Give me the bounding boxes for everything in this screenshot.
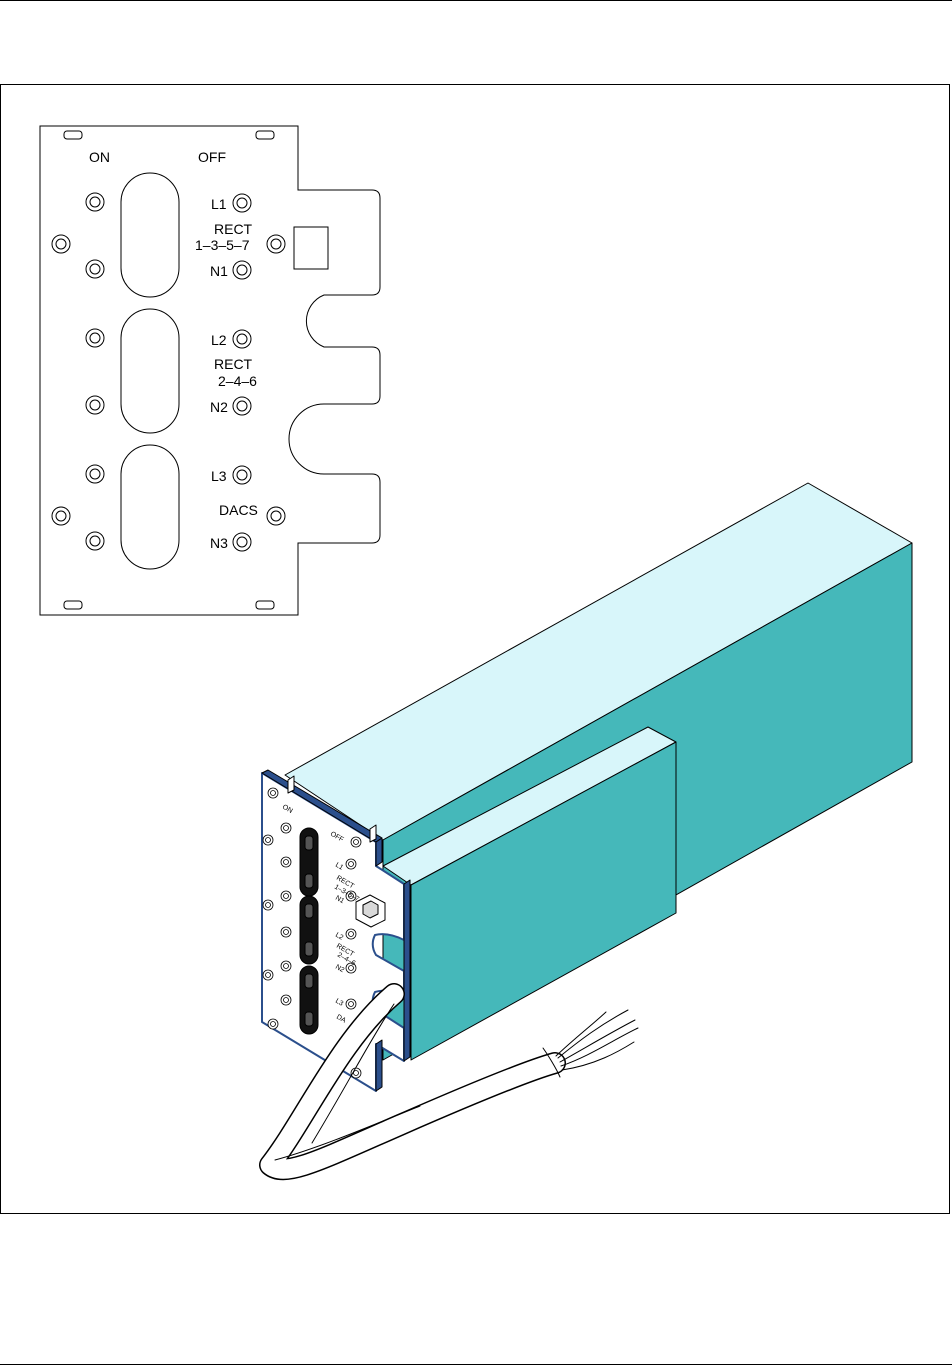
mounting-hole [52,235,70,253]
breaker-rect1 [300,828,318,896]
breaker-cutout-rect2 [121,309,179,433]
mounting-pin [288,776,294,793]
isometric-assembly [262,483,912,1091]
label-rect2-numbers: 2–4–6 [218,373,257,389]
label-n1: N1 [210,263,228,279]
iso-terminal [346,859,356,869]
terminal-l3 [233,466,251,484]
mounting-hole [86,396,104,414]
terminal-dacs-ground [267,507,285,525]
panel-hole [281,857,291,867]
terminal-n2 [233,397,251,415]
panel-hole [263,900,273,910]
iso-panel-edge [404,880,410,1061]
panel-hole [263,835,273,845]
front-panel-view: ON OFF L1 RECT 1–3–5–7 N1 L2 RECT 2–4–6 … [40,126,380,615]
mounting-hole [86,465,104,483]
mounting-slot [64,601,82,609]
iso-terminal [346,999,356,1009]
label-l3: L3 [211,468,227,484]
corner-bolt [351,837,361,847]
panel-hole [281,961,291,971]
label-n2: N2 [210,399,228,415]
panel-hole [281,927,291,937]
mounting-hole [86,193,104,211]
label-rect1-title: RECT [214,221,253,237]
mounting-hole [86,329,104,347]
label-n3: N3 [210,535,228,551]
mounting-hole [86,260,104,278]
terminal-rect1-ground [267,235,285,253]
iso-panel-edge [376,1040,382,1091]
iso-terminal [346,929,356,939]
corner-bolt [268,1019,278,1029]
breaker-rect2 [300,896,318,964]
terminal-n3 [233,533,251,551]
panel-hole [281,995,291,1005]
terminal-l1 [233,194,251,212]
mounting-slot [64,131,82,139]
iso-switch-cap [363,901,378,918]
mounting-hole [86,532,104,550]
cable-wire [560,1020,635,1062]
label-l1: L1 [211,196,227,212]
iso-panel-edge [376,838,382,866]
label-l2: L2 [211,332,227,348]
off-label: OFF [198,149,226,165]
label-dacs-title: DACS [219,502,258,518]
label-rect2-title: RECT [214,356,253,372]
terminal-l2 [233,330,251,348]
corner-bolt [268,788,278,798]
mounting-slot [256,131,274,139]
terminal-n1 [233,261,251,279]
panel-hole [263,970,273,980]
mounting-slot [256,601,274,609]
label-rect1-numbers: 1–3–5–7 [195,237,250,253]
mounting-hole [52,507,70,525]
breaker-dacs [300,966,318,1034]
breaker-cutout-rect1 [121,173,179,297]
panel-hole [281,823,291,833]
panel-hole [281,891,291,901]
breaker-cutout-dacs [121,445,179,569]
on-label: ON [89,149,110,165]
cable-wire [558,1010,628,1058]
square-cutout [294,227,328,269]
